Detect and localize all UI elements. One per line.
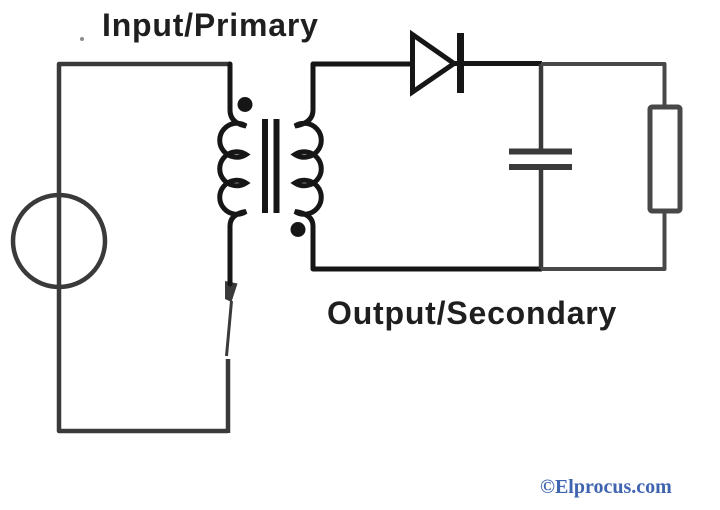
stray-ink-speck bbox=[80, 37, 84, 41]
load-top-wire bbox=[541, 62, 667, 107]
polarity-dot-primary bbox=[237, 97, 253, 112]
voltage-source-circle bbox=[10, 192, 108, 290]
transformer bbox=[217, 61, 324, 287]
input-primary-label: Input/Primary bbox=[102, 7, 319, 43]
transformer-primary-winding bbox=[217, 61, 251, 287]
diode-triangle bbox=[410, 29, 459, 97]
transformer-secondary-winding bbox=[290, 61, 324, 272]
switch-blade bbox=[225, 300, 233, 357]
primary-loop-wire bbox=[56, 61, 230, 434]
secondary-loop bbox=[313, 29, 542, 272]
output-secondary-label: Output/Secondary bbox=[327, 295, 618, 331]
load-resistor bbox=[647, 104, 683, 214]
switch-contact-wedge bbox=[225, 281, 238, 302]
switch bbox=[225, 281, 238, 433]
voltage-source bbox=[10, 192, 108, 290]
elprocus-watermark: ©Elprocus.com bbox=[540, 476, 672, 498]
load-bottom-wire bbox=[541, 211, 667, 271]
filter-capacitor bbox=[509, 64, 572, 269]
primary-loop-wires bbox=[56, 61, 230, 434]
load-branch bbox=[541, 62, 683, 271]
polarity-dot-secondary bbox=[290, 222, 306, 237]
